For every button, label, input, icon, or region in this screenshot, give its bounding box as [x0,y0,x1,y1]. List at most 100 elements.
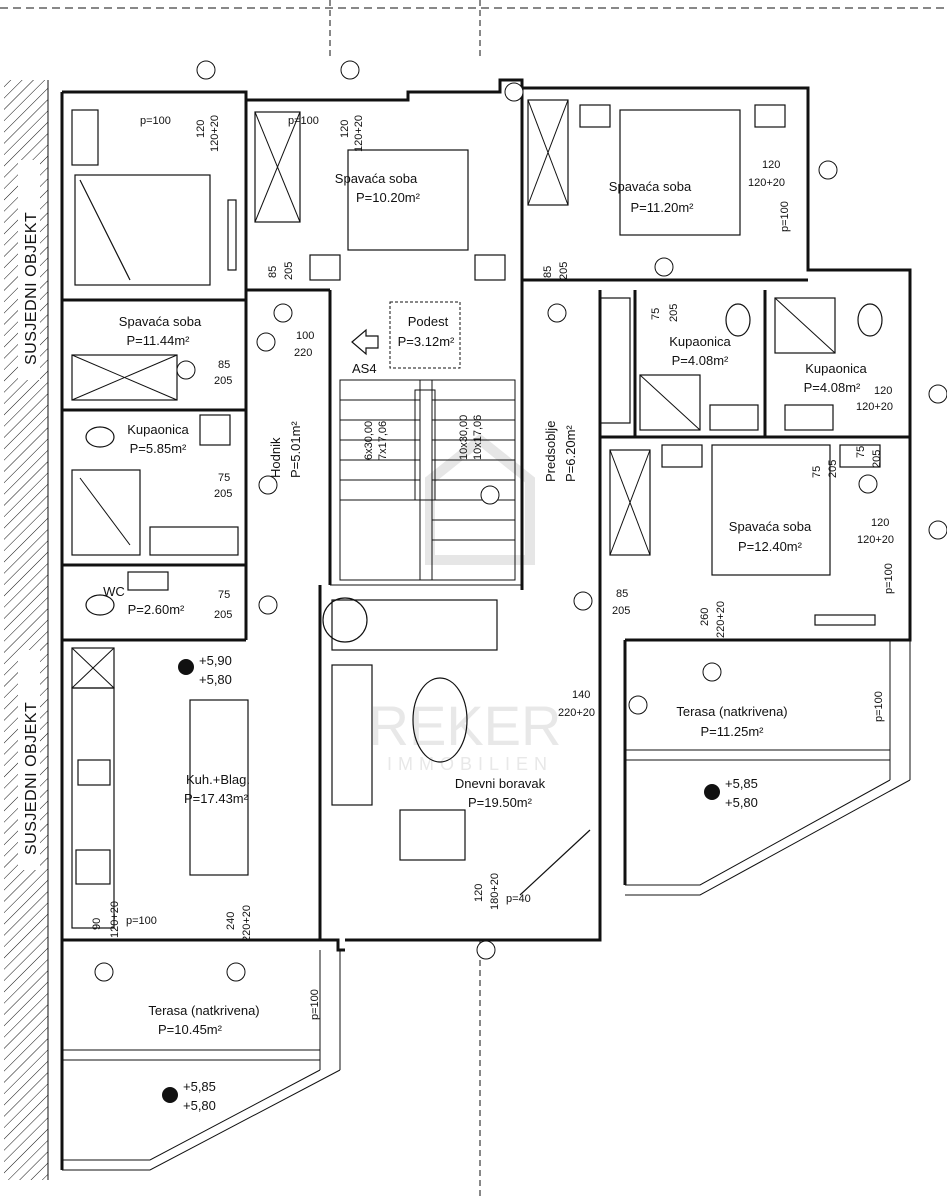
sink-icon [709,404,759,431]
room-area: P=5.85m² [130,441,187,456]
sofa-icon [331,599,498,651]
dim-label: 120+20 [857,534,894,546]
axis-bubble-icon [94,962,114,982]
axis-bubble-icon [818,160,838,180]
dim-label: 100 [296,330,314,342]
dim-label: 85 [542,266,554,278]
room-area: P=6.20m² [563,425,578,482]
dim-label: 120 [871,517,889,529]
room-area: P=11.25m² [701,724,765,739]
shower-icon [71,469,141,556]
level-marker-icon [178,659,194,675]
level-marker-icon [162,1087,178,1103]
dim-label: p=100 [288,115,319,127]
dim-label: 120 [874,385,892,397]
wardrobe-icon [527,99,569,206]
dim-label: 75 [650,308,662,320]
axis-bubble-icon [258,475,278,495]
bed-icon [347,149,469,251]
dining-table-icon [189,699,249,876]
dim-label: 260 [699,608,711,626]
dim-label: 240 [225,912,237,930]
level-lower: +5,80 [183,1098,216,1113]
axis-bubble-icon [476,940,496,960]
shower-icon [774,297,836,354]
sink-icon [149,526,239,556]
room-name: Spavaća soba [335,171,418,186]
room-labels: Spavaća soba P=11.44m² Spavaća soba P=10… [103,171,867,1037]
dim-label: p=100 [309,989,321,1020]
toilet-icon [85,594,115,616]
dim-label: p=100 [779,201,791,232]
tv-icon [519,829,591,896]
neighbor-label-top: SUSJEDNI OBJEKT [23,212,40,365]
level-upper: +5,85 [183,1079,216,1094]
dim-label: 75 [218,589,230,601]
room-area: P=10.45m² [158,1022,223,1037]
terrace-left [62,950,341,1171]
room-area: P=11.44m² [127,333,191,348]
axis-bubble-icon [928,384,947,404]
dim-label: 205 [558,262,570,280]
room-area: P=4.08m² [672,353,729,368]
watermark-logo-icon [425,433,535,565]
dim-label: 85 [218,359,230,371]
room-area: P=19.50m² [468,795,533,810]
room-name: Terasa (natkrivena) [148,1003,259,1018]
room-name: Spavaća soba [729,519,812,534]
sink-icon [784,404,834,431]
dim-label: 205 [214,375,232,387]
watermark: REKER IMMOBILIEN [369,433,561,774]
dim-label: 85 [267,266,279,278]
axis-bubble-icon [340,60,360,80]
dim-label: p=100 [140,115,171,127]
stove-icon [75,849,111,885]
dim-label: 205 [214,488,232,500]
coffee-table-icon [412,677,468,763]
dim-label: 75 [855,446,867,458]
axis-bubble-icon [226,962,246,982]
staircase [339,301,516,581]
stair-dim: 10x17,06 [472,415,484,460]
axis-bubble-icon [547,303,567,323]
room-name: Spavaća soba [119,314,202,329]
room-name: WC [103,584,125,599]
dim-label: 120+20 [209,115,221,152]
stair-dim: 6x30,00 [363,421,375,460]
room-name: Podest [408,314,449,329]
dim-label: 180+20 [489,873,501,910]
wardrobe-icon [609,449,651,556]
room-name: Kupaonica [805,361,867,376]
axis-bubble-icon [273,303,293,323]
room-area: P=10.20m² [356,190,421,205]
dim-label: p=100 [873,691,885,722]
dimension-labels: p=100 120 120+20 p=100 120 120+20 120 12… [91,115,895,1020]
toilet-icon [725,303,751,337]
stair-dim: 7x17,06 [377,421,389,460]
toilet-icon [857,303,883,337]
sink-icon [77,759,111,786]
walls [60,78,912,1170]
axis-bubble-icon [256,332,276,352]
dim-label: 120 [762,159,780,171]
dim-label: 205 [871,450,883,468]
dim-label: 75 [811,466,823,478]
room-area: P=2.60m² [128,602,185,617]
dim-label: 205 [283,262,295,280]
axis-bubble-icon [480,485,500,505]
dim-label: 205 [668,304,680,322]
dim-label: 120 [473,884,485,902]
level-marker-icon [704,784,720,800]
room-name: Kupaonica [669,334,731,349]
axis-bubble-icon [928,520,947,540]
level-labels: +5,90 +5,80 +5,85 +5,80 +5,85 +5,80 [183,653,758,1113]
furniture [71,99,883,1103]
room-name: Dnevni boravak [455,776,546,791]
wardrobe-icon [71,354,178,401]
dim-label: p=40 [506,893,531,905]
dim-label: 120+20 [856,401,893,413]
kitchen-counter [71,687,115,929]
room-area: P=4.08m² [804,380,861,395]
level-lower: +5,80 [725,795,758,810]
